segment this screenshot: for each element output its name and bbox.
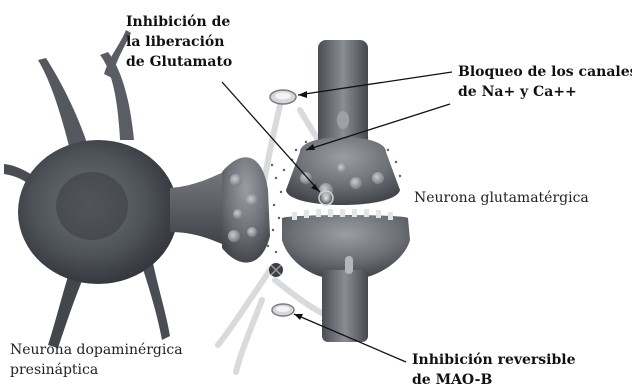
dopaminergic-neuron [4, 30, 270, 348]
label-channel-block: Bloqueo de los canales de Na+ y Ca++ [458, 62, 632, 102]
vesicle [230, 174, 242, 186]
vesicle [247, 227, 257, 237]
label-maob-inhibition: Inhibición reversible de MAO-B [412, 350, 575, 390]
label-line: presináptica [10, 360, 183, 380]
label-line: de Na+ y Ca++ [458, 82, 632, 102]
label-line: de Glutamato [126, 52, 232, 72]
nucleus [56, 172, 128, 240]
label-dopaminergic-neuron: Neurona dopaminérgica presináptica [10, 340, 183, 380]
label-glutamatergic-neuron: Neurona glutamatérgica [414, 188, 589, 208]
dendrite-top [38, 58, 88, 150]
vesicle [350, 177, 362, 189]
presynaptic-terminal [222, 157, 270, 262]
axon-shaft-top [318, 40, 368, 152]
vesicle [233, 209, 243, 219]
vesicle [372, 172, 384, 184]
vesicle [246, 194, 258, 206]
node [337, 111, 349, 129]
vesicle [337, 163, 347, 173]
channel-target-disk [270, 90, 296, 104]
label-line: de MAO-B [412, 370, 575, 390]
label-glutamate-release-inhibition: Inhibición de la liberación de Glutamato [126, 12, 232, 72]
maob-target-disk [272, 304, 294, 316]
vesicle [228, 230, 240, 242]
release-target-ring [319, 191, 333, 205]
label-line: Neurona dopaminérgica [10, 340, 183, 360]
axon-shaft-bottom [322, 270, 368, 342]
label-line: la liberación [126, 32, 232, 52]
blocked-transporter-icon [269, 263, 283, 277]
label-line: Inhibición reversible [412, 350, 575, 370]
mitochondrion [345, 256, 353, 274]
vesicle [300, 172, 312, 184]
label-line: Bloqueo de los canales [458, 62, 632, 82]
label-line: Inhibición de [126, 12, 232, 32]
